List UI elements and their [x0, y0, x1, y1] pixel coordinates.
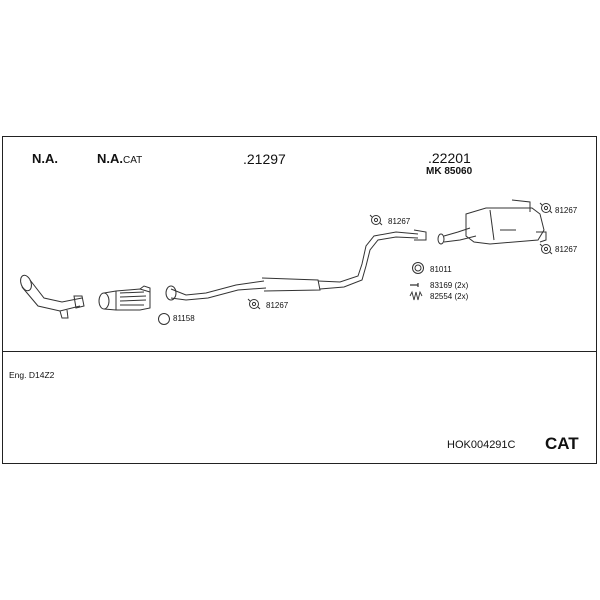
section-divider	[2, 351, 597, 352]
part-label-83169: 83169 (2x)	[430, 281, 469, 290]
part-label-81267-a: 81267	[388, 217, 411, 226]
engine-code: Eng. D14Z2	[9, 370, 55, 380]
header-na-cat: N.A.CAT	[97, 152, 142, 166]
gasket-ring-81011	[412, 262, 424, 274]
front-pipe	[20, 274, 85, 319]
rubber-mount-icons	[247, 202, 553, 310]
part-label-81267-d: 81267	[555, 245, 578, 254]
catalyst-type-badge: CAT	[545, 434, 579, 453]
diagram-frame	[2, 136, 597, 464]
part-number-21297: .21297	[243, 151, 286, 167]
spring-icon-82554	[409, 290, 423, 301]
middle-silencer-pipe	[165, 229, 427, 301]
part-label-81011: 81011	[430, 265, 452, 274]
header-na: N.A.	[32, 151, 58, 166]
rear-silencer	[437, 199, 547, 245]
mounting-kit-label: MK 85060	[426, 166, 473, 177]
part-label-81267-c: 81267	[555, 206, 578, 215]
header-na-main: N.A.	[97, 151, 123, 166]
part-label-82554: 82554 (2x)	[430, 292, 469, 301]
part-label-81158: 81158	[173, 314, 195, 323]
catalytic-converter	[98, 285, 151, 311]
gasket-ring-81158	[158, 313, 170, 325]
part-label-81267-b: 81267	[266, 301, 289, 310]
header-cat-sub: CAT	[123, 155, 143, 166]
part-number-22201: .22201	[428, 150, 471, 166]
kit-code: HOK004291C	[447, 439, 516, 451]
bolt-icon-83169	[410, 283, 419, 287]
